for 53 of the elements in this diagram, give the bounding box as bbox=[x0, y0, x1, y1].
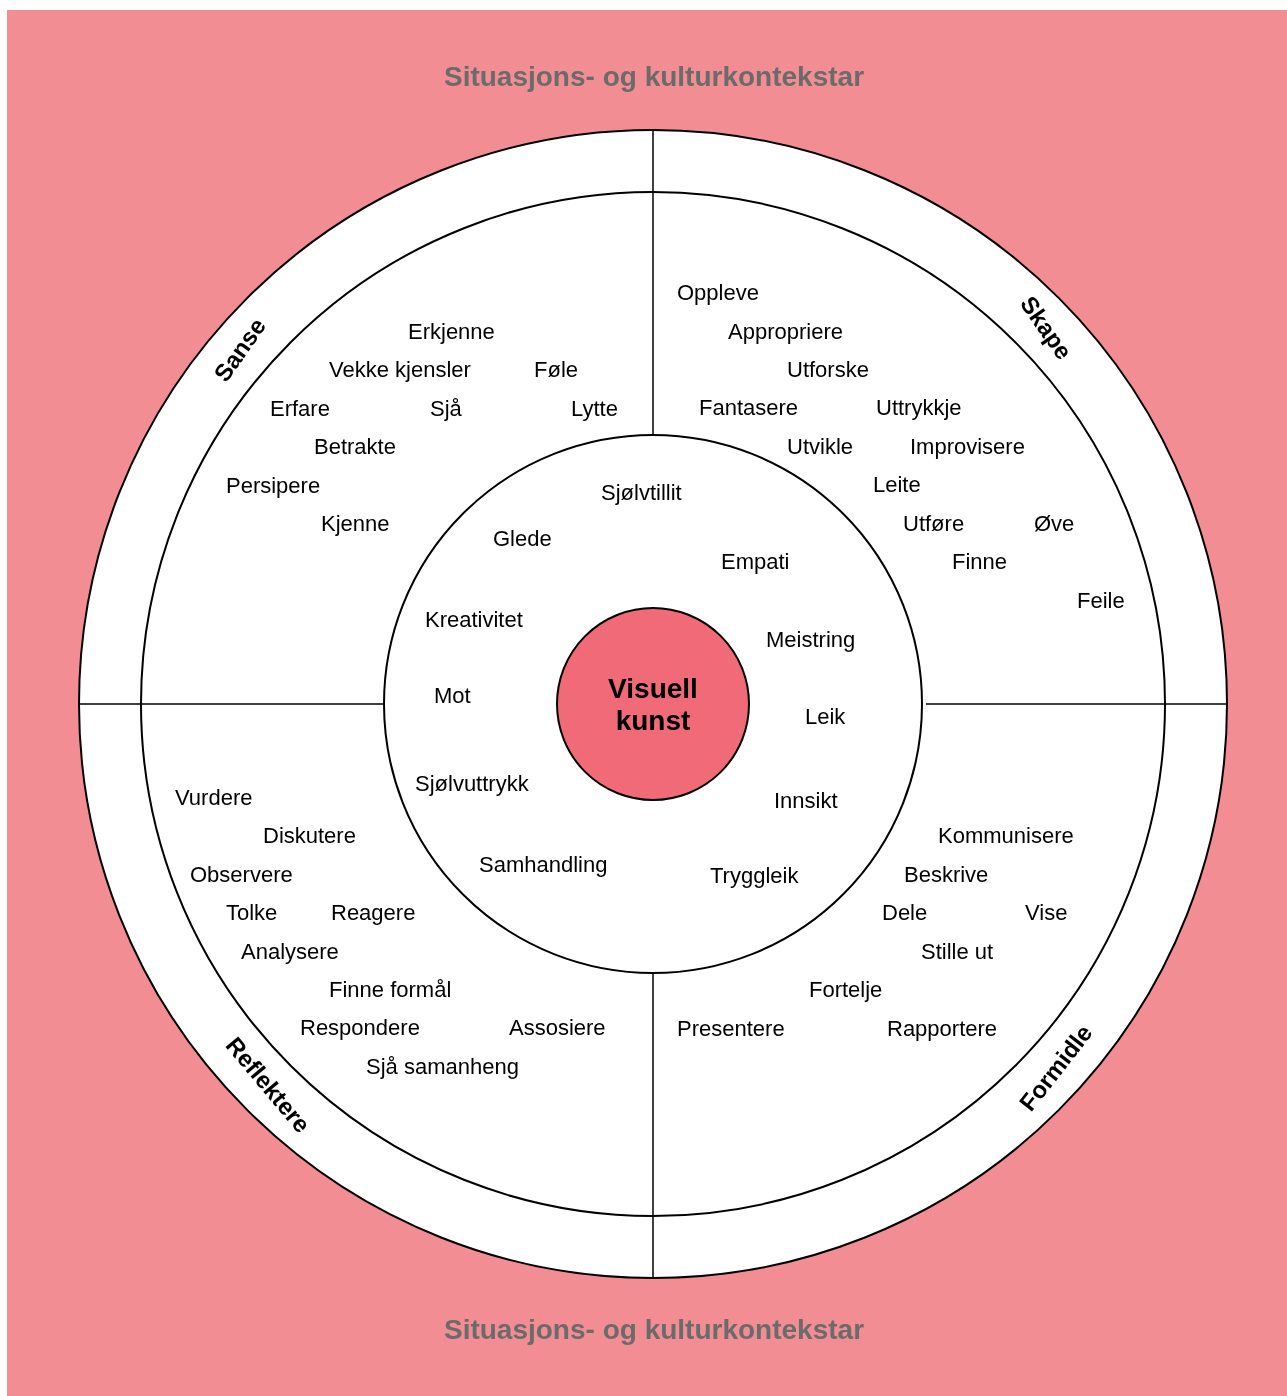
skill-word: Vurdere bbox=[175, 785, 253, 811]
skill-word: Rapportere bbox=[887, 1016, 998, 1042]
skill-word: Stille ut bbox=[921, 939, 994, 965]
skill-word: Presentere bbox=[677, 1016, 785, 1042]
skill-word: Assosiere bbox=[509, 1015, 606, 1041]
skill-word: Kommunisere bbox=[938, 823, 1074, 849]
value-word: Mot bbox=[434, 683, 471, 709]
context-title: Situasjons- og kulturkontekstar bbox=[443, 1314, 865, 1346]
skill-word: Appropriere bbox=[728, 319, 843, 345]
skill-word: Diskutere bbox=[263, 823, 356, 849]
skill-word: Utføre bbox=[903, 511, 965, 537]
context-title: Situasjons- og kulturkontekstar bbox=[443, 61, 865, 93]
skill-word: Dele bbox=[882, 900, 928, 926]
skill-word: Persipere bbox=[226, 473, 321, 499]
skill-word: Uttrykkje bbox=[876, 395, 962, 421]
skill-word: Utforske bbox=[787, 357, 869, 383]
value-word: Kreativitet bbox=[425, 607, 523, 633]
value-word: Glede bbox=[493, 526, 552, 552]
skill-word: Feile bbox=[1077, 588, 1125, 614]
skill-word: Sjå bbox=[430, 396, 462, 422]
skill-word: Erkjenne bbox=[408, 319, 495, 345]
value-word: Leik bbox=[805, 704, 846, 730]
value-word: Sjølvuttrykk bbox=[415, 771, 529, 797]
value-word: Samhandling bbox=[479, 852, 608, 878]
skill-word: Fantasere bbox=[699, 395, 799, 421]
value-word: Sjølvtillit bbox=[601, 480, 682, 506]
skill-word: Betrakte bbox=[314, 434, 396, 460]
skill-word: Føle bbox=[534, 357, 578, 383]
skill-word: Sjå samanheng bbox=[366, 1054, 519, 1080]
skill-word: Improvisere bbox=[910, 434, 1025, 460]
skill-word: Beskrive bbox=[904, 862, 989, 888]
value-word: Meistring bbox=[766, 627, 856, 653]
skill-word: Utvikle bbox=[787, 434, 853, 460]
skill-word: Finne bbox=[952, 549, 1008, 575]
skill-word: Erfare bbox=[270, 396, 330, 422]
skill-word: Tolke bbox=[226, 900, 278, 926]
center-title: Visuell kunst bbox=[607, 673, 699, 737]
skill-word: Leite bbox=[873, 472, 921, 498]
skill-word: Reagere bbox=[331, 900, 416, 926]
value-word: Tryggleik bbox=[710, 863, 799, 889]
background-band bbox=[7, 10, 1287, 1396]
skill-word: Fortelje bbox=[809, 977, 883, 1003]
skill-word: Vise bbox=[1025, 900, 1068, 926]
skill-word: Finne formål bbox=[329, 977, 452, 1003]
value-word: Empati bbox=[721, 549, 790, 575]
skill-word: Kjenne bbox=[321, 511, 390, 537]
skill-word: Analysere bbox=[241, 939, 339, 965]
skill-word: Oppleve bbox=[677, 280, 759, 306]
skill-word: Lytte bbox=[571, 396, 618, 422]
skill-word: Øve bbox=[1034, 511, 1075, 537]
value-word: Innsikt bbox=[774, 788, 838, 814]
skill-word: Vekke kjensler bbox=[329, 357, 471, 383]
skill-word: Observere bbox=[190, 862, 293, 888]
